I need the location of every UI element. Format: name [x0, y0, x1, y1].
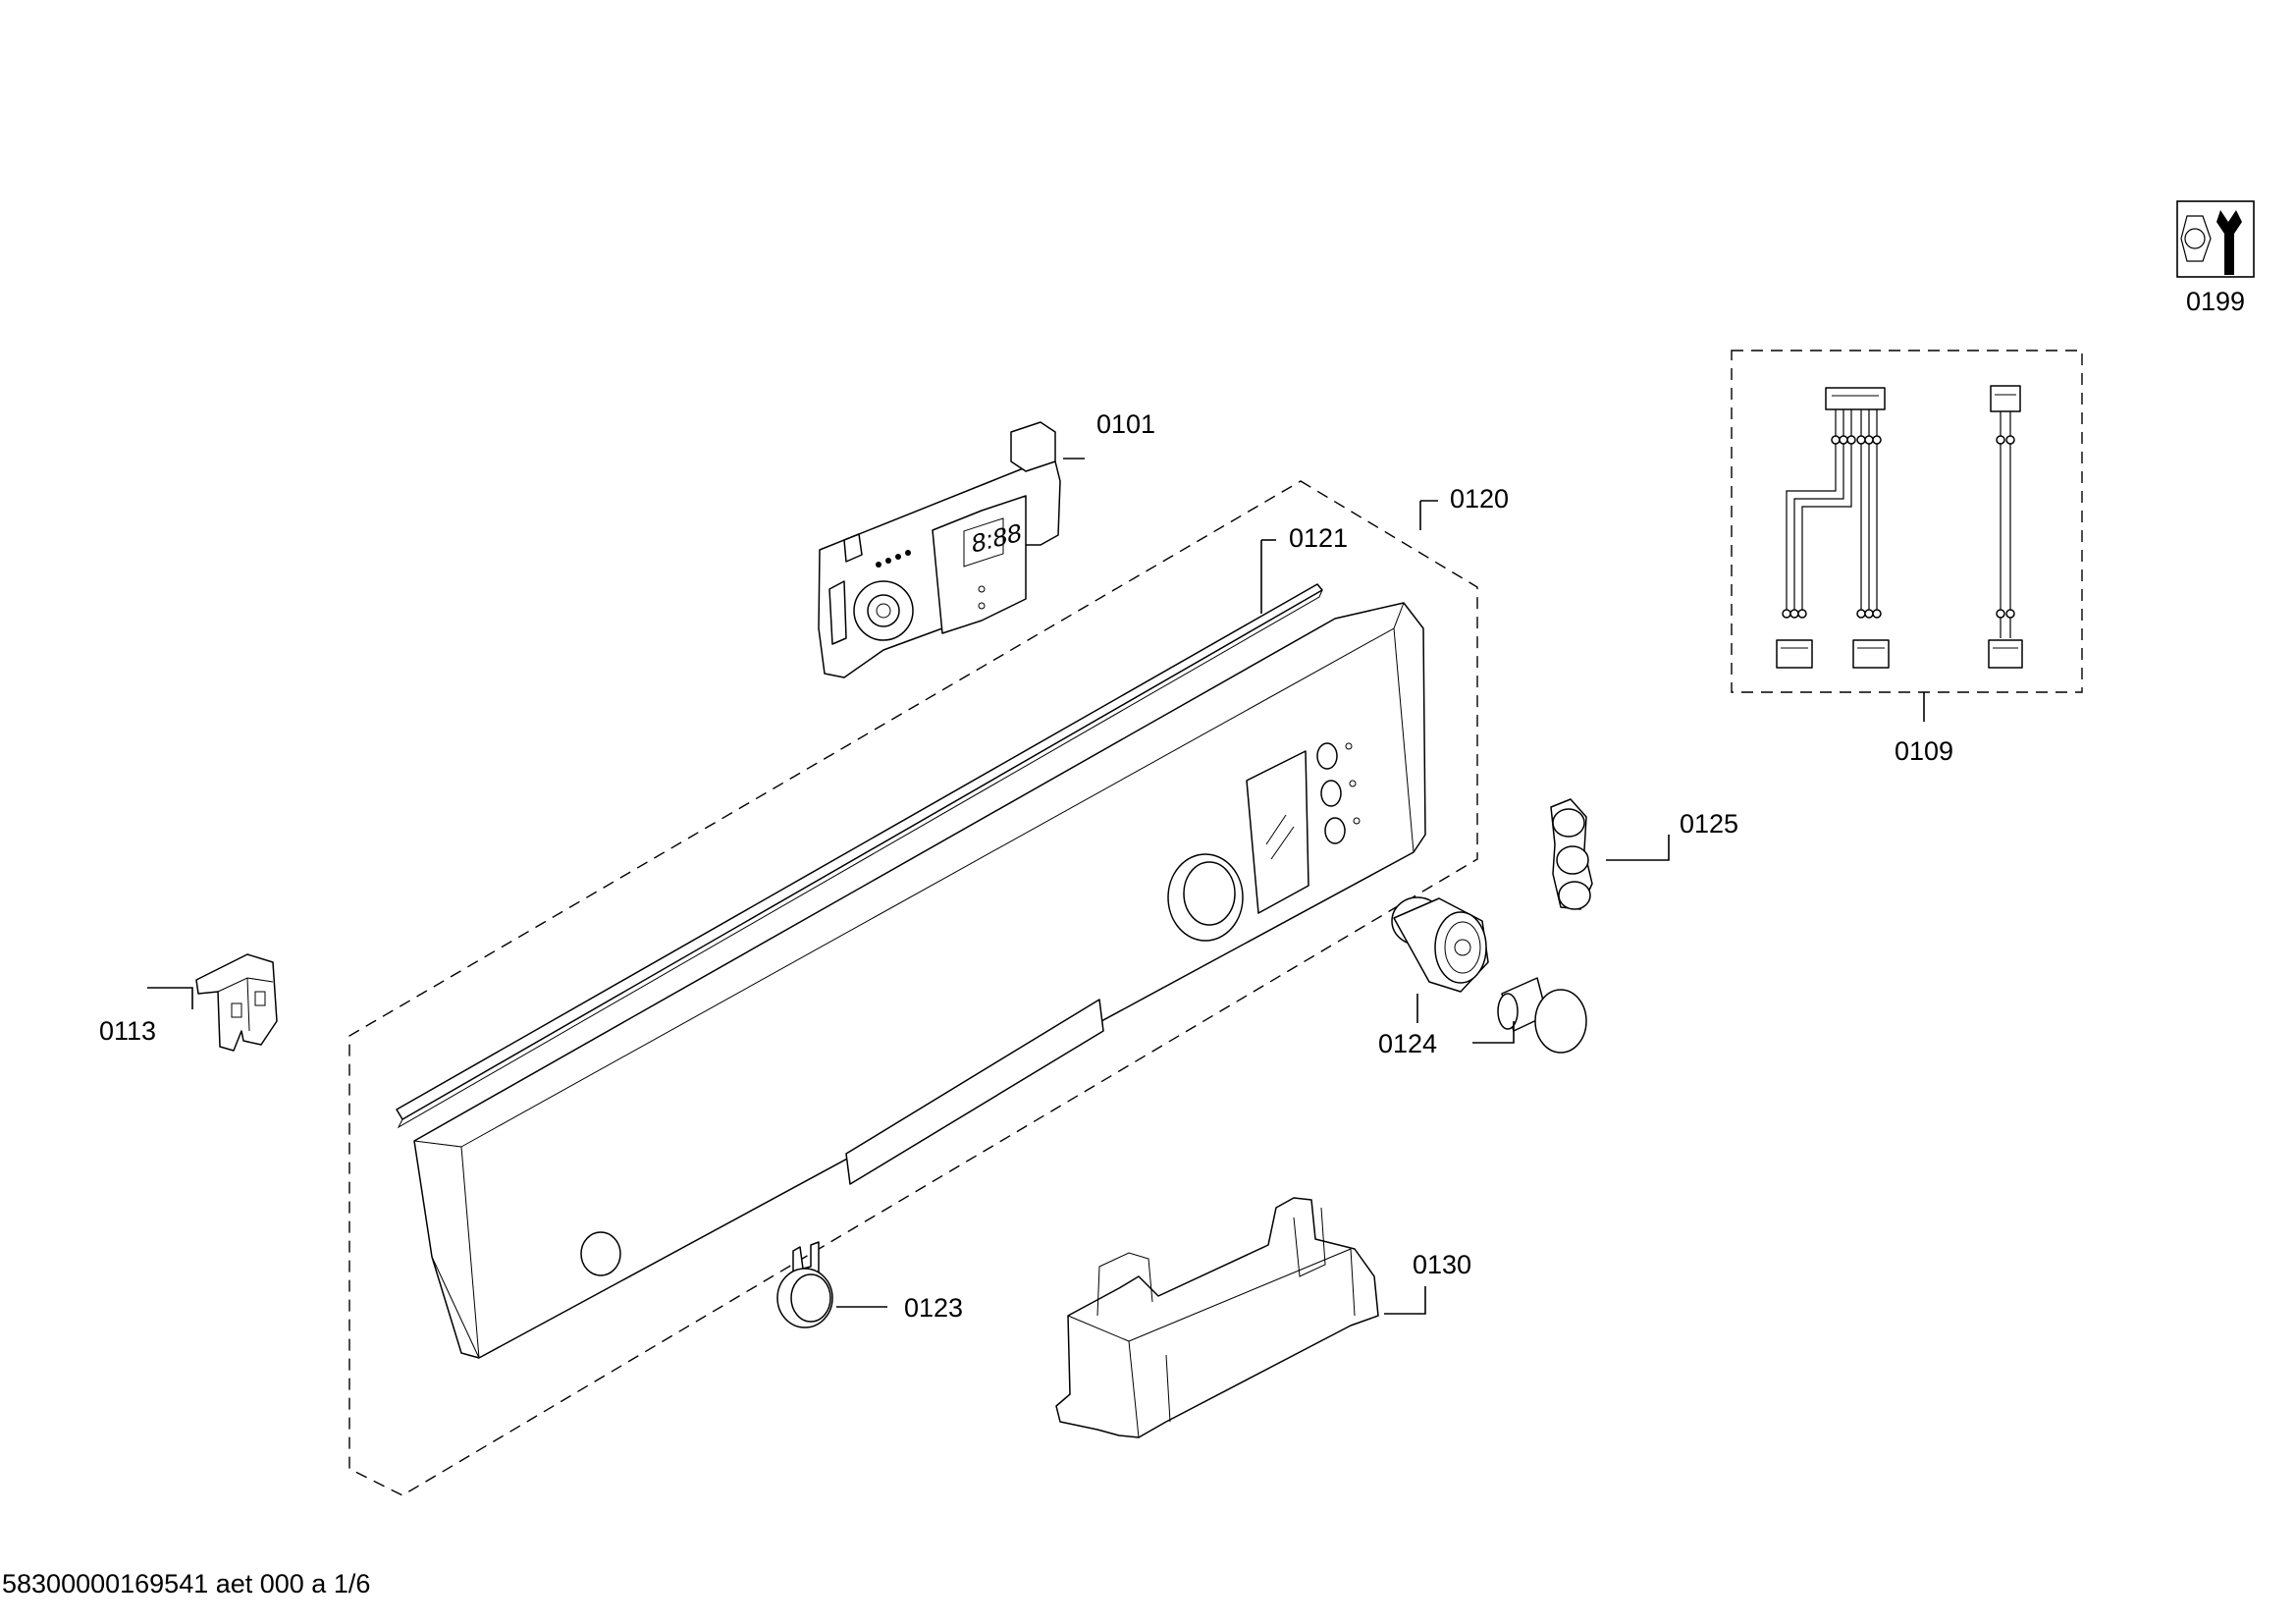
fascia-panel-part[interactable]: [413, 602, 1426, 1359]
label-0121: 0121: [1289, 523, 1348, 553]
label-0130: 0130: [1413, 1250, 1471, 1279]
service-wrench-icon[interactable]: [2176, 200, 2255, 278]
trim-strip-part[interactable]: [396, 583, 1323, 1129]
control-module-part[interactable]: 8:88: [818, 421, 1061, 678]
label-0101: 0101: [1096, 409, 1155, 439]
switch-holder-part[interactable]: [195, 953, 278, 1052]
label-0113: 0113: [99, 1016, 156, 1046]
label-0120: 0120: [1450, 484, 1509, 514]
label-0125: 0125: [1680, 809, 1738, 839]
knob-cap-part[interactable]: [1497, 977, 1587, 1054]
knob-part[interactable]: [1391, 896, 1489, 993]
wire-harness-part[interactable]: [1776, 385, 2023, 669]
power-button-part[interactable]: [776, 1241, 833, 1328]
document-id: 58300000169541 aet 000 a 1/6: [2, 1569, 371, 1598]
label-0124: 0124: [1378, 1029, 1437, 1058]
label-0109: 0109: [1895, 736, 1953, 766]
label-0123: 0123: [904, 1293, 963, 1323]
panel-group-frame: [348, 480, 1478, 1496]
mounting-bracket-part[interactable]: [1055, 1197, 1379, 1438]
label-0199: 0199: [2186, 287, 2245, 316]
harness-group-frame: [1731, 350, 2083, 693]
light-guide-part[interactable]: [1550, 798, 1593, 910]
